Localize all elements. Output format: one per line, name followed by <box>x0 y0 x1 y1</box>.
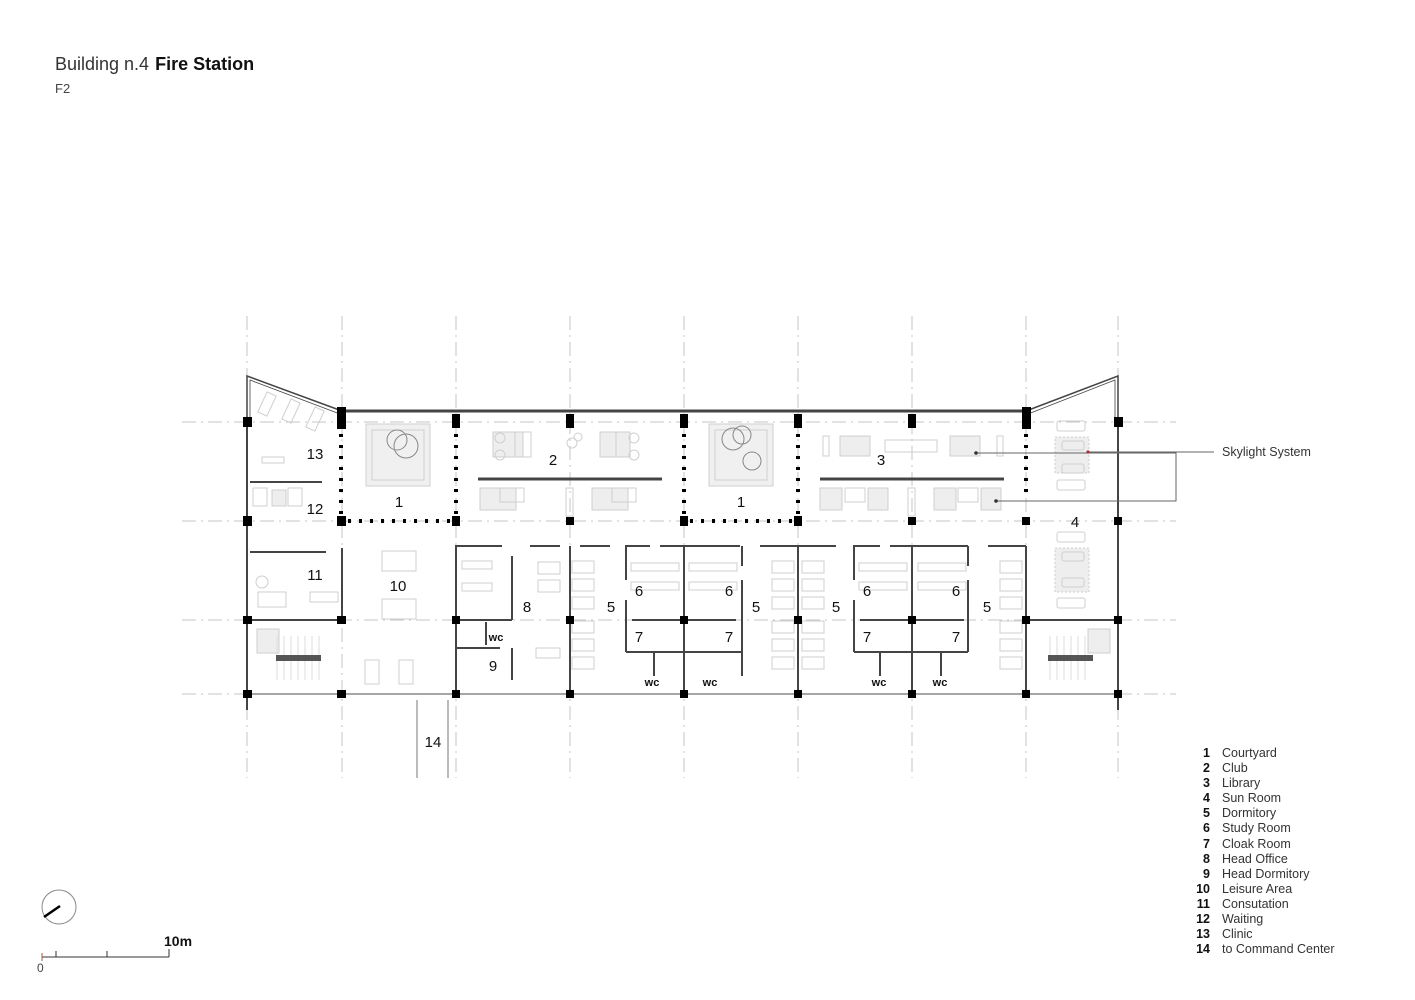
legend-label: Head Dormitory <box>1222 866 1310 881</box>
legend-label: Sun Room <box>1222 791 1282 806</box>
legend-label: Head Office <box>1222 851 1288 866</box>
legend-item: 12 Waiting <box>1186 912 1335 927</box>
room-label-8: 8 <box>523 599 531 616</box>
legend-item: 7 Cloak Room <box>1186 837 1335 852</box>
legend-label: Cloak Room <box>1222 836 1291 851</box>
room-legend: 1 Courtyard 2 Club 3 Library 4 Sun Room 5 Dor… <box>1186 746 1335 957</box>
legend-item: 9 Head Dormitory <box>1186 867 1335 882</box>
wc-label: wc <box>871 677 887 689</box>
legend-item: 1 Courtyard <box>1186 746 1335 761</box>
legend-label: Waiting <box>1222 912 1264 927</box>
legend-item: 10 Leisure Area <box>1186 882 1335 897</box>
wc-label: wc <box>488 632 504 644</box>
furniture <box>252 391 1111 685</box>
legend-item: 11 Consutation <box>1186 897 1335 912</box>
legend-item: 2 Club <box>1186 761 1335 776</box>
columns <box>243 407 1123 698</box>
legend-number: 1 <box>1203 746 1210 760</box>
legend-label: Dormitory <box>1222 806 1277 821</box>
legend-label: Clinic <box>1222 927 1253 942</box>
room-label-1: 1 <box>737 494 745 511</box>
room-label-3: 3 <box>877 452 885 469</box>
wc-label: wc <box>702 677 718 689</box>
room-label-5: 5 <box>832 599 840 616</box>
room-label-6: 6 <box>952 583 960 600</box>
legend-item: 13 Clinic <box>1186 927 1335 942</box>
room-label-5: 5 <box>752 599 760 616</box>
legend-number: 7 <box>1203 836 1210 851</box>
room-label-9: 9 <box>489 658 497 675</box>
legend-number: 14 <box>1196 942 1210 957</box>
wc-label: wc <box>932 677 948 689</box>
north-arrow-icon <box>41 889 77 925</box>
floor-label: F2 <box>55 81 71 96</box>
room-label-7: 7 <box>635 629 643 646</box>
legend-item: 4 Sun Room <box>1186 791 1335 806</box>
legend-number: 3 <box>1203 776 1210 791</box>
room-label-4: 4 <box>1071 514 1079 531</box>
room-label-6: 6 <box>725 583 733 600</box>
legend-item: 6 Study Room <box>1186 821 1335 836</box>
legend-number: 10 <box>1196 881 1210 896</box>
legend-label: Courtyard <box>1222 746 1277 760</box>
room-label-14: 14 <box>425 734 442 751</box>
legend-number: 5 <box>1203 806 1210 821</box>
legend-item: 14 to Command Center <box>1186 942 1335 957</box>
room-label-12: 12 <box>307 501 324 518</box>
legend-number: 9 <box>1203 866 1210 881</box>
legend-item: 3 Library <box>1186 776 1335 791</box>
scale-start-label: 0 <box>37 961 44 975</box>
room-labels: 13 12 1 2 1 3 4 11 10 8 9 5 6 7 6 7 5 5 … <box>307 446 1080 751</box>
room-label-1: 1 <box>395 494 403 511</box>
room-label-7: 7 <box>725 629 733 646</box>
legend-label: Club <box>1222 761 1248 776</box>
room-label-5: 5 <box>983 599 991 616</box>
legend-item: 5 Dormitory <box>1186 806 1335 821</box>
room-label-6: 6 <box>635 583 643 600</box>
room-label-7: 7 <box>863 629 871 646</box>
room-label-11: 11 <box>307 567 323 584</box>
legend-item: 8 Head Office <box>1186 852 1335 867</box>
legend-number: 12 <box>1196 912 1210 927</box>
room-label-10: 10 <box>390 578 407 595</box>
courtyard-louvres <box>339 434 1028 523</box>
skylight-callout-leader <box>976 451 1214 502</box>
building-name: Fire Station <box>155 54 255 74</box>
legend-label: Study Room <box>1222 821 1291 836</box>
legend-number: 13 <box>1196 927 1210 942</box>
room-label-13: 13 <box>307 446 324 463</box>
legend-label: to Command Center <box>1222 942 1335 957</box>
wc-label: wc <box>644 677 660 689</box>
room-label-5: 5 <box>607 599 615 616</box>
room-label-2: 2 <box>549 452 557 469</box>
room-label-7: 7 <box>952 629 960 646</box>
legend-label: Consutation <box>1222 896 1289 911</box>
building-number: Building n.4 <box>55 54 150 74</box>
scale-bar <box>41 949 170 961</box>
stair-handrail-left <box>276 655 321 661</box>
wc-labels: wc wc wc wc wc <box>488 632 948 689</box>
room-label-6: 6 <box>863 583 871 600</box>
legend-number: 2 <box>1203 761 1210 776</box>
legend-number: 4 <box>1203 791 1210 806</box>
legend-number: 8 <box>1203 851 1210 866</box>
legend-label: Library <box>1222 776 1261 791</box>
legend-label: Leisure Area <box>1222 881 1293 896</box>
scale-end-label: 10m <box>164 933 193 949</box>
stair-handrail-right <box>1048 655 1093 661</box>
legend-number: 11 <box>1196 896 1210 911</box>
skylight-system-label: Skylight System <box>1222 445 1311 459</box>
legend-number: 6 <box>1203 821 1210 836</box>
